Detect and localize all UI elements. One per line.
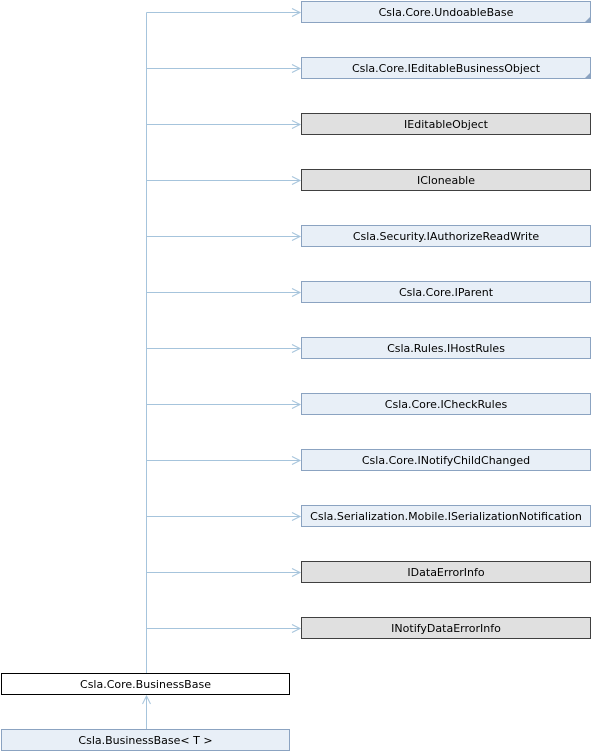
class-node-box: [301, 505, 591, 527]
class-node-csla-core-businessbase: Csla.Core.BusinessBase: [1, 673, 290, 695]
class-node-icloneable: ICloneable: [301, 169, 591, 191]
class-node-box: [301, 113, 591, 135]
inheritance-arrowhead-icon: [291, 120, 302, 129]
collapsed-corner-icon: [585, 17, 590, 22]
class-node-box: [301, 393, 591, 415]
class-node-label: Csla.Core.INotifyChildChanged: [362, 454, 530, 467]
class-node-label: Csla.BusinessBase< T >: [78, 734, 212, 747]
class-node-inotifydataerrorinfo: INotifyDataErrorInfo: [301, 617, 591, 639]
class-node-label: Csla.Core.UndoableBase: [379, 6, 514, 19]
class-node-label: ICloneable: [417, 174, 475, 187]
class-node-box: [301, 225, 591, 247]
class-node-csla-core-inotifychildchanged[interactable]: Csla.Core.INotifyChildChanged: [301, 449, 591, 471]
class-node-box: [301, 561, 591, 583]
inheritance-arrowhead-icon: [291, 568, 302, 577]
class-node-label: IDataErrorInfo: [407, 566, 484, 579]
class-node-label: Csla.Serialization.Mobile.ISerialization…: [310, 510, 582, 523]
inheritance-arrowhead-icon: [291, 512, 302, 521]
class-node-csla-serialization-mobile-iserializationnotification[interactable]: Csla.Serialization.Mobile.ISerialization…: [301, 505, 591, 527]
inheritance-arrowhead-icon: [291, 400, 302, 409]
class-node-label: Csla.Core.IParent: [399, 286, 494, 299]
class-node-csla-core-undoablebase[interactable]: Csla.Core.UndoableBase: [301, 1, 591, 23]
class-node-box: [301, 281, 591, 303]
class-node-csla-security-iauthorizereadwrite[interactable]: Csla.Security.IAuthorizeReadWrite: [301, 225, 591, 247]
class-node-label: IEditableObject: [404, 118, 489, 131]
class-node-label: Csla.Core.BusinessBase: [80, 678, 211, 691]
class-node-box: [301, 617, 591, 639]
class-node-label: INotifyDataErrorInfo: [391, 622, 501, 635]
class-node-label: Csla.Security.IAuthorizeReadWrite: [353, 230, 540, 243]
class-node-csla-core-icheckrules[interactable]: Csla.Core.ICheckRules: [301, 393, 591, 415]
class-node-label: Csla.Core.IEditableBusinessObject: [352, 62, 541, 75]
class-node-box: [301, 169, 591, 191]
class-node-box: [1, 673, 290, 695]
collapsed-corner-icon: [585, 73, 590, 78]
class-node-csla-core-iparent[interactable]: Csla.Core.IParent: [301, 281, 591, 303]
inheritance-arrowhead-icon: [291, 456, 302, 465]
class-node-label: Csla.Core.ICheckRules: [385, 398, 508, 411]
inheritance-edges: [142, 8, 302, 729]
inheritance-arrowhead-icon: [291, 8, 302, 17]
inheritance-arrowhead-icon: [291, 176, 302, 185]
class-node-csla-businessbase-t[interactable]: Csla.BusinessBase< T >: [1, 729, 290, 751]
class-node-csla-rules-ihostrules[interactable]: Csla.Rules.IHostRules: [301, 337, 591, 359]
class-node-csla-core-ieditablebusinessobject[interactable]: Csla.Core.IEditableBusinessObject: [301, 57, 591, 79]
class-node-box: [301, 449, 591, 471]
inheritance-arrowhead-icon: [291, 344, 302, 353]
class-node-box: [1, 729, 290, 751]
inheritance-arrowhead-icon: [291, 624, 302, 633]
class-node-label: Csla.Rules.IHostRules: [387, 342, 505, 355]
class-node-ieditableobject: IEditableObject: [301, 113, 591, 135]
inheritance-arrowhead-icon: [142, 694, 151, 705]
class-node-idataerrorinfo: IDataErrorInfo: [301, 561, 591, 583]
inheritance-arrowhead-icon: [291, 232, 302, 241]
class-node-box: [301, 57, 591, 79]
class-node-box: [301, 1, 591, 23]
inheritance-arrowhead-icon: [291, 288, 302, 297]
class-node-box: [301, 337, 591, 359]
inheritance-arrowhead-icon: [291, 64, 302, 73]
